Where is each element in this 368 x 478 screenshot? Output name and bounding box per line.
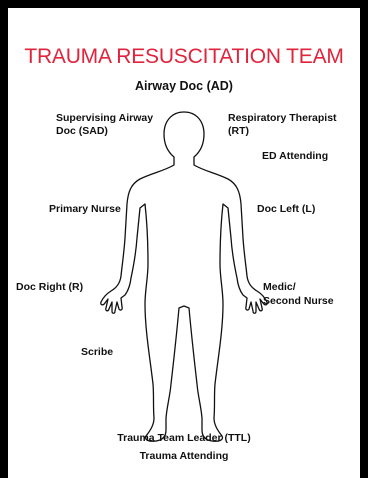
medic-label-line1: Medic/	[263, 281, 296, 294]
medic-label-line2: Second Nurse	[263, 295, 334, 308]
doc-left-label: Doc Left (L)	[257, 203, 315, 216]
scribe-label: Scribe	[81, 346, 113, 359]
airway-doc-label: Airway Doc (AD)	[8, 80, 360, 93]
trauma-attending-label: Trauma Attending	[8, 450, 360, 463]
respiratory-therapist-label-line1: Respiratory Therapist	[228, 112, 337, 125]
supervising-airway-doc-label-line2: Doc (SAD)	[56, 125, 108, 138]
primary-nurse-label: Primary Nurse	[49, 203, 121, 216]
trauma-team-leader-label: Trauma Team Leader (TTL)	[8, 432, 360, 445]
respiratory-therapist-label-line2: (RT)	[228, 125, 249, 138]
doc-right-label: Doc Right (R)	[16, 281, 83, 294]
supervising-airway-doc-label-line1: Supervising Airway	[56, 112, 153, 125]
diagram-card: TRAUMA RESUSCITATION TEAM Airway Doc (AD…	[8, 8, 360, 478]
ed-attending-label: ED Attending	[262, 150, 328, 163]
